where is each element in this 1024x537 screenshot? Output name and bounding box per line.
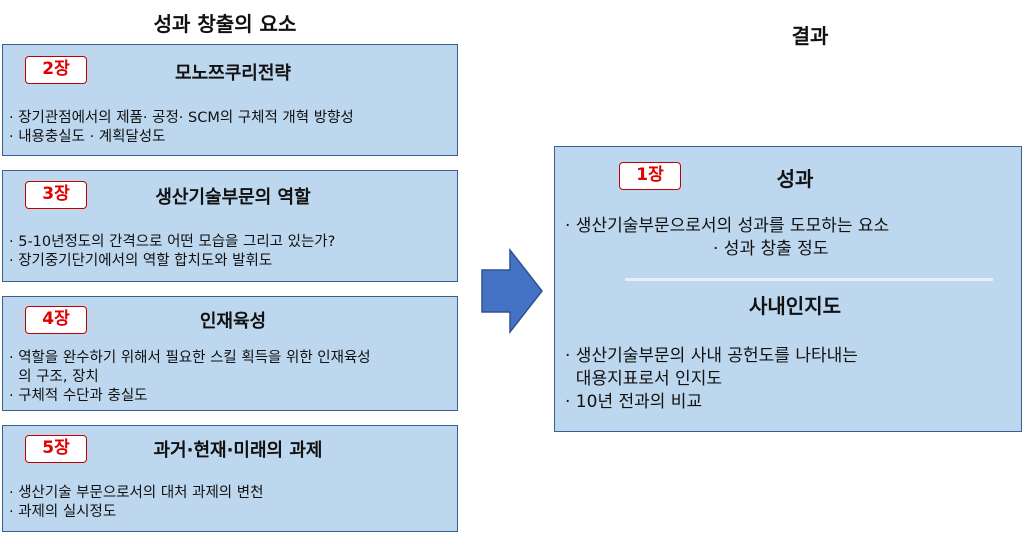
chapter-5-lines: · 생산기술 부문으로서의 대처 과제의 변천 · 과제의 실시정도 <box>9 484 263 522</box>
chapter-3-badge: 3장 <box>25 181 87 209</box>
recognition-line: · 10년 전과의 비교 <box>565 392 703 412</box>
recognition-line: 대용지표로서 인지도 <box>565 369 722 389</box>
chapter-2-line: · 내용충실도 · 계획달성도 <box>9 129 166 145</box>
chapter-1-badge: 1장 <box>619 162 681 190</box>
chapter-5-badge: 5장 <box>25 435 87 463</box>
chapter-5-box: 5장 과거·현재·미래의 과제 · 생산기술 부문으로서의 대처 과제의 변천 … <box>2 425 458 532</box>
performance-line: · 성과 창출 정도 <box>713 239 829 259</box>
left-heading: 성과 창출의 요소 <box>153 12 297 36</box>
recognition-title: 사내인지도 <box>749 294 841 318</box>
right-heading: 결과 <box>791 24 829 48</box>
chapter-4-title: 인재육성 <box>199 311 267 332</box>
performance-line: · 생산기술부문으로서의 성과를 도모하는 요소 <box>565 216 890 236</box>
chapter-3-box: 3장 생산기술부문의 역할 · 5-10년정도의 간격으로 어떤 모습을 그리고… <box>2 170 458 282</box>
chapter-5-line: · 과제의 실시정도 <box>9 504 117 520</box>
chapter-5-title: 과거·현재·미래의 과제 <box>153 440 323 461</box>
chapter-4-line: · 역할을 완수하기 위해서 필요한 스킬 획득을 위한 인재육성 <box>9 350 371 366</box>
chapter-4-line: 의 구조, 장치 <box>9 369 99 385</box>
chapter-2-title: 모노쯔쿠리전략 <box>175 63 291 84</box>
chapter-4-line: · 구체적 수단과 충실도 <box>9 388 148 404</box>
chapter-4-box: 4장 인재육성 · 역할을 완수하기 위해서 필요한 스킬 획득을 위한 인재육… <box>2 296 458 411</box>
right-arrow-icon <box>481 248 543 334</box>
recognition-lines: · 생산기술부문의 사내 공헌도를 나타내는 대용지표로서 인지도 · 10년 … <box>565 345 858 414</box>
chapter-3-line: · 5-10년정도의 간격으로 어떤 모습을 그리고 있는가? <box>9 234 336 250</box>
performance-title: 성과 <box>776 167 814 191</box>
performance-lines: · 생산기술부문으로서의 성과를 도모하는 요소 · 성과 창출 정도 <box>565 215 889 261</box>
chapter-4-badge: 4장 <box>25 306 87 334</box>
chapter-3-title: 생산기술부문의 역할 <box>155 187 311 208</box>
chapter-2-lines: · 장기관점에서의 제품· 공정· SCM의 구체적 개혁 방향성 · 내용충실… <box>9 109 354 147</box>
recognition-line: · 생산기술부문의 사내 공헌도를 나타내는 <box>565 346 858 366</box>
chapter-4-lines: · 역할을 완수하기 위해서 필요한 스킬 획득을 위한 인재육성 의 구조, … <box>9 349 371 406</box>
chapter-3-line: · 장기중기단기에서의 역할 합치도와 발휘도 <box>9 253 273 269</box>
chapter-2-box: 2장 모노쯔쿠리전략 · 장기관점에서의 제품· 공정· SCM의 구체적 개혁… <box>2 44 458 156</box>
chapter-2-line: · 장기관점에서의 제품· 공정· SCM의 구체적 개혁 방향성 <box>9 110 354 126</box>
chapter-5-line: · 생산기술 부문으로서의 대처 과제의 변천 <box>9 485 264 501</box>
chapter-3-lines: · 5-10년정도의 간격으로 어떤 모습을 그리고 있는가? · 장기중기단기… <box>9 233 335 271</box>
chapter-2-badge: 2장 <box>25 56 87 84</box>
section-divider <box>625 278 993 281</box>
result-box: 1장 성과 · 생산기술부문으로서의 성과를 도모하는 요소 · 성과 창출 정… <box>554 146 1022 432</box>
